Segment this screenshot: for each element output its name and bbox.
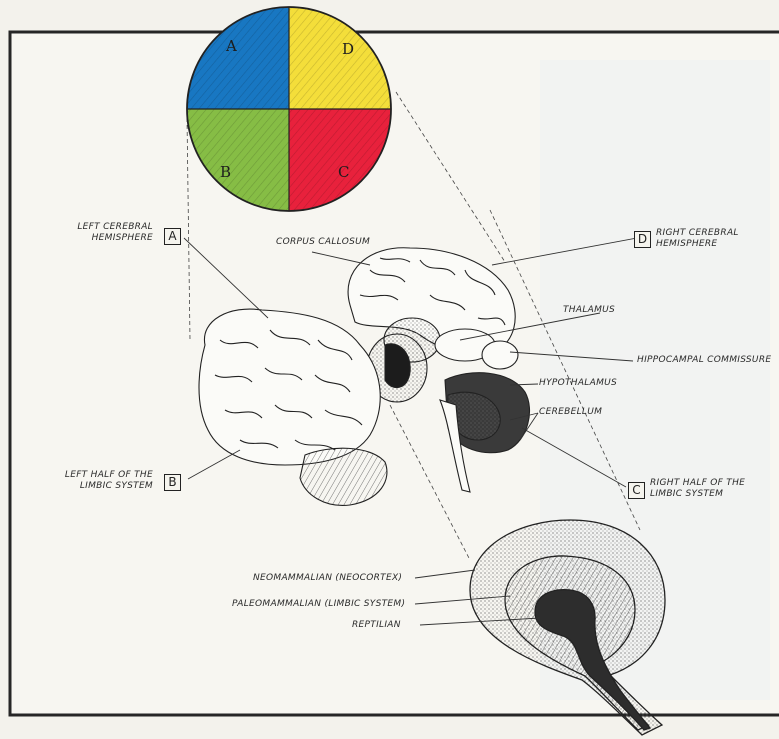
corpus-callosum-label: CORPUS CALLOSUM bbox=[276, 237, 370, 248]
thalamus-label: THALAMUS bbox=[563, 305, 615, 316]
box-b: B bbox=[164, 474, 181, 491]
quadrant-b-letter: B bbox=[220, 163, 231, 181]
cerebellum-label: CEREBELLUM bbox=[539, 407, 602, 418]
quadrant-a-letter: A bbox=[226, 37, 237, 55]
right-cerebral-label: RIGHT CEREBRAL HEMISPHERE bbox=[656, 228, 739, 250]
left-limbic-label: LEFT HALF OF THE LIMBIC SYSTEM bbox=[35, 470, 153, 492]
left-cerebral-line1: LEFT CEREBRAL bbox=[55, 222, 153, 233]
paleomammalian-label: PALEOMAMMALIAN (LIMBIC SYSTEM) bbox=[232, 599, 405, 610]
neomammalian-label: NEOMAMMALIAN (NEOCORTEX) bbox=[253, 573, 402, 584]
left-limbic-line2: LIMBIC SYSTEM bbox=[35, 481, 153, 492]
left-limbic-line1: LEFT HALF OF THE bbox=[35, 470, 153, 481]
left-cerebral-line2: HEMISPHERE bbox=[55, 233, 153, 244]
reptilian-label: REPTILIAN bbox=[352, 620, 401, 631]
box-a: A bbox=[164, 228, 181, 245]
right-cerebral-line2: HEMISPHERE bbox=[656, 239, 739, 250]
box-d: D bbox=[634, 231, 651, 248]
box-c: C bbox=[628, 482, 645, 499]
quadrant-c-letter: C bbox=[338, 163, 349, 181]
hypothalamus-label: HYPOTHALAMUS bbox=[539, 378, 617, 389]
hippocampal-commissure-label: HIPPOCAMPAL COMMISSURE bbox=[637, 355, 771, 366]
right-cerebral-line1: RIGHT CEREBRAL bbox=[656, 228, 739, 239]
right-limbic-line2: LIMBIC SYSTEM bbox=[650, 489, 745, 500]
quadrant-d-letter: D bbox=[342, 40, 354, 58]
left-cerebral-label: LEFT CEREBRAL HEMISPHERE bbox=[55, 222, 153, 244]
right-limbic-label: RIGHT HALF OF THE LIMBIC SYSTEM bbox=[650, 478, 745, 500]
right-limbic-line1: RIGHT HALF OF THE bbox=[650, 478, 745, 489]
